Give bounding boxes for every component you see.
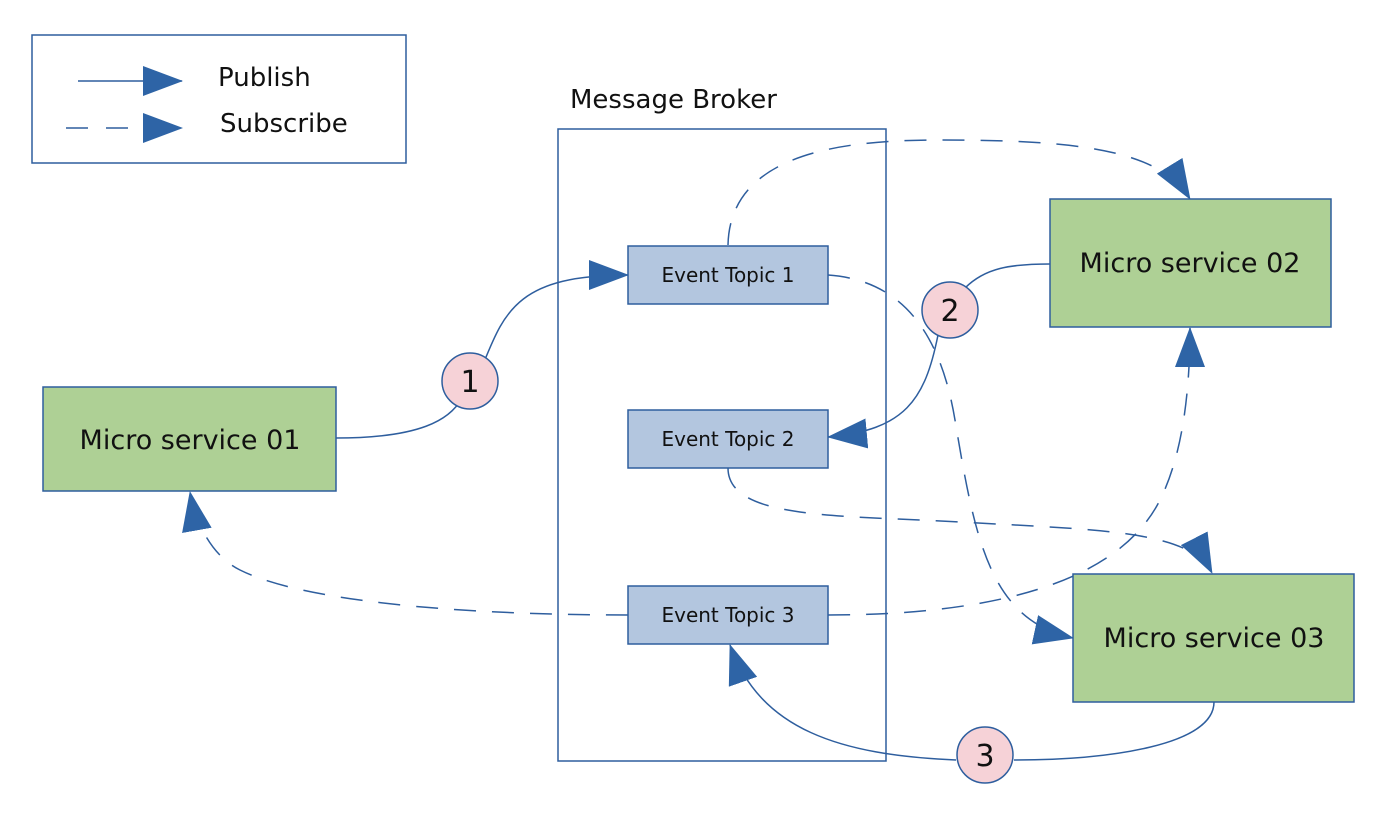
subscribe-connector-t1-ms02	[727, 139, 1191, 246]
micro-service-02-box[interactable]	[1049, 198, 1332, 328]
micro-service-02[interactable]: Micro service 02	[1049, 198, 1332, 328]
legend-subscribe-label: Subscribe	[220, 109, 348, 139]
publish-connector-2a	[964, 263, 1051, 289]
step-marker-3: 3	[956, 726, 1014, 784]
event-topic-1[interactable]: Event Topic 1	[627, 245, 829, 305]
legend-publish-label: Publish	[218, 63, 311, 93]
micro-service-03-label: Micro service 03	[1104, 623, 1325, 654]
legend: Publish Subscribe	[31, 34, 407, 164]
subscribe-connector-t1-ms03	[827, 274, 1074, 645]
micro-service-01-label: Micro service 01	[80, 425, 301, 456]
micro-service-02-label: Micro service 02	[1080, 248, 1301, 279]
message-broker-box	[557, 128, 887, 762]
step-3-circle	[956, 726, 1014, 784]
micro-service-01-box[interactable]	[42, 386, 337, 492]
publish-connector-1a	[335, 397, 463, 439]
subscribe-connector-t2-ms03	[727, 467, 1213, 574]
publish-connector-3b	[728, 644, 957, 761]
subscribe-connector-t3-ms01	[182, 491, 629, 616]
step-1-label: 1	[460, 365, 479, 400]
event-topic-2-label: Event Topic 2	[661, 427, 794, 451]
step-marker-1: 1	[441, 352, 499, 410]
event-topic-1-label: Event Topic 1	[661, 263, 794, 287]
publish-connector-1b	[483, 260, 629, 363]
micro-service-01[interactable]: Micro service 01	[42, 386, 337, 492]
event-topic-2[interactable]: Event Topic 2	[627, 409, 829, 469]
step-2-circle	[921, 281, 979, 339]
publish-connector-3a	[1013, 701, 1215, 761]
subscribe-connector-t3-ms02	[827, 327, 1205, 616]
event-topic-1-box[interactable]	[627, 245, 829, 305]
micro-service-03[interactable]: Micro service 03	[1072, 573, 1355, 703]
micro-service-03-box[interactable]	[1072, 573, 1355, 703]
step-3-label: 3	[975, 739, 994, 774]
step-1-circle	[441, 352, 499, 410]
publish-connector-2b	[827, 334, 939, 449]
broker-title: Message Broker	[570, 85, 777, 115]
event-topic-3[interactable]: Event Topic 3	[627, 585, 829, 645]
event-topic-3-label: Event Topic 3	[661, 603, 794, 627]
legend-box	[31, 34, 407, 164]
event-topic-3-box[interactable]	[627, 585, 829, 645]
step-marker-2: 2	[921, 281, 979, 339]
event-topic-2-box[interactable]	[627, 409, 829, 469]
step-2-label: 2	[940, 294, 959, 329]
